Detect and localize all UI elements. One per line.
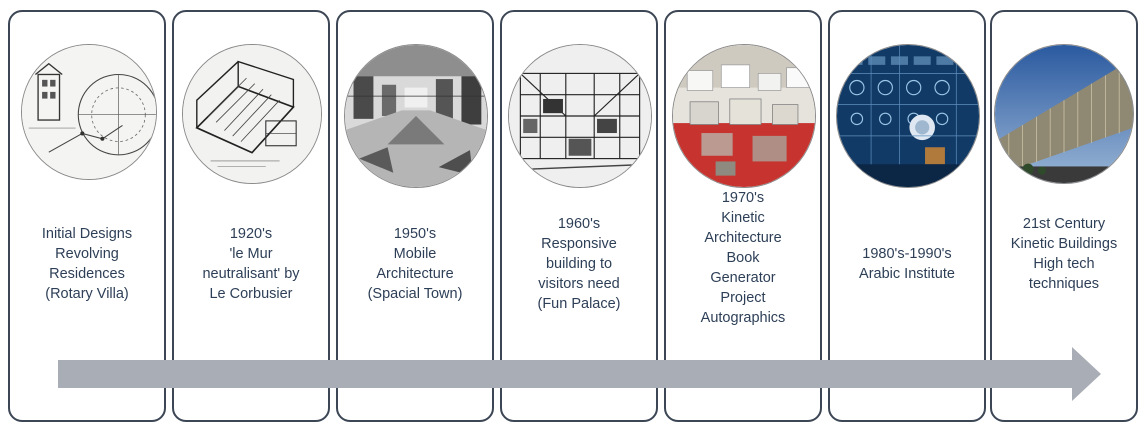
stage-caption: 1950's Mobile Architecture (Spacial Town… bbox=[367, 226, 463, 302]
timeline-panel-generator-project: 1970's Kinetic Architecture Book Generat… bbox=[664, 10, 822, 422]
le-mur-neutralisant-sketch-image bbox=[182, 44, 322, 184]
fun-palace-drawing-image bbox=[508, 44, 652, 188]
timeline-arrow-shape bbox=[58, 347, 1101, 401]
stage-caption: 1960's Responsive building to visitors n… bbox=[537, 216, 621, 312]
stage-caption: 1920's 'le Mur neutralisant' by Le Corbu… bbox=[202, 226, 300, 302]
timeline-panel-le-mur-neutralisant: 1920's 'le Mur neutralisant' by Le Corbu… bbox=[172, 10, 330, 422]
stage-caption: 21st Century Kinetic Buildings High tech… bbox=[1010, 216, 1118, 292]
stage-caption: 1970's Kinetic Architecture Book Generat… bbox=[700, 190, 786, 326]
stage-caption: Initial Designs Revolving Residences (Ro… bbox=[41, 226, 133, 302]
timeline-panel-rotary-villa: Initial Designs Revolving Residences (Ro… bbox=[8, 10, 166, 422]
stage-caption: 1980's-1990's Arabic Institute bbox=[859, 246, 955, 282]
timeline-panel-arabic-institute: 1980's-1990's Arabic Institute bbox=[828, 10, 986, 422]
timeline-panel-spacial-town: 1950's Mobile Architecture (Spacial Town… bbox=[336, 10, 494, 422]
spacial-town-sketch-image bbox=[344, 44, 488, 188]
timeline-panel-21st-century: 21st Century Kinetic Buildings High tech… bbox=[990, 10, 1138, 422]
timeline-panel-fun-palace: 1960's Responsive building to visitors n… bbox=[500, 10, 658, 422]
kinetic-building-photo-image bbox=[994, 44, 1134, 184]
rotary-villa-sketch-image bbox=[21, 44, 157, 180]
